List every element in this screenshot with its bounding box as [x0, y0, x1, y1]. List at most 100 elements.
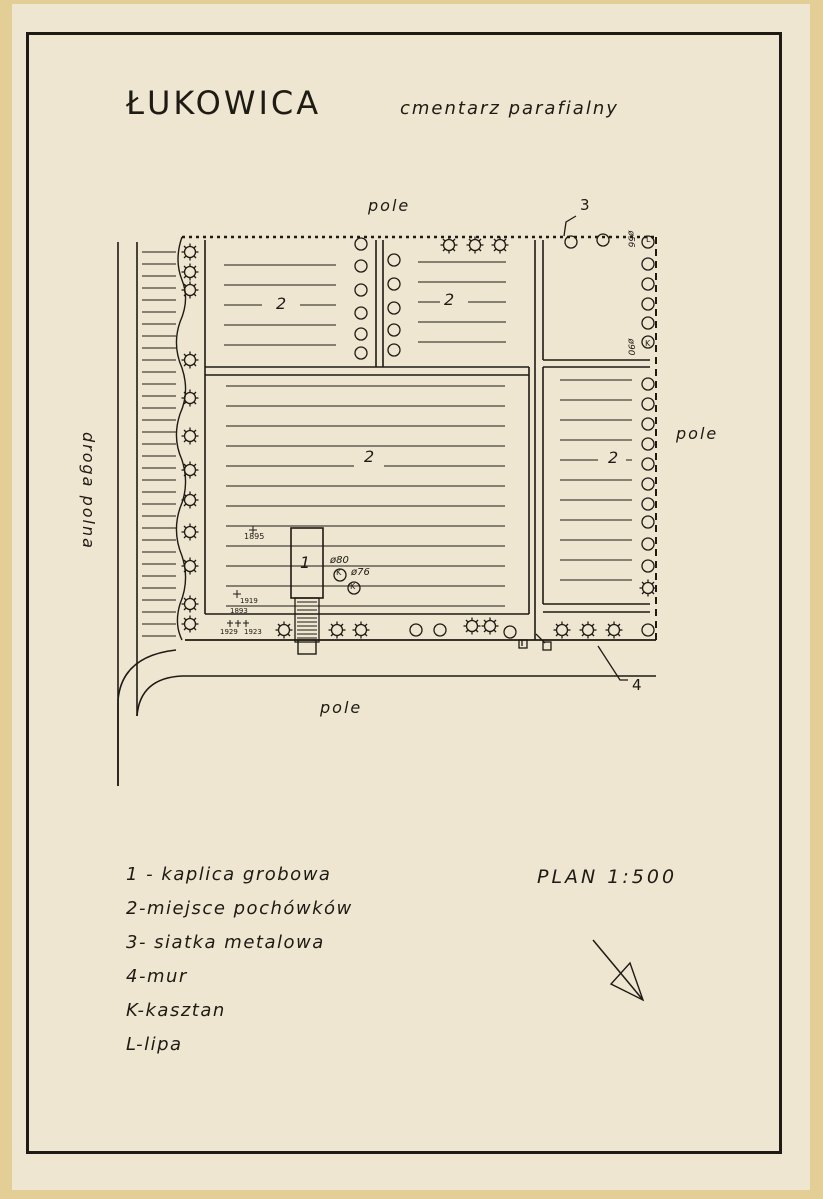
grave-year-1929: 1929 — [220, 628, 238, 636]
tree-icon — [347, 581, 361, 595]
linden-mark: L — [646, 235, 651, 244]
tree-crown-icon — [181, 595, 199, 613]
tree-crown-icon — [181, 281, 199, 299]
fence-ref-number: 3 — [580, 196, 592, 214]
chestnut-mark-3: K — [645, 339, 651, 348]
tree-crown-icon — [639, 579, 657, 597]
north-arrow-icon — [592, 939, 645, 1002]
legend-item-linden: L-lipa — [126, 1034, 183, 1055]
tree-diameter-80: ø80 — [330, 555, 349, 566]
tree-icon — [641, 559, 655, 573]
cemetery-paths — [204, 240, 650, 640]
tree-icon — [641, 377, 655, 391]
tree-icon — [596, 233, 610, 247]
tree-icon — [641, 297, 655, 311]
tree-icon — [333, 568, 347, 582]
tree-icon — [641, 417, 655, 431]
field-label-bottom: pole — [320, 698, 363, 717]
tree-icon — [641, 457, 655, 471]
cemetery-boundary — [175, 235, 657, 641]
tree-icon — [641, 537, 655, 551]
tree-icon — [641, 316, 655, 330]
tree-icon — [641, 257, 655, 271]
plan-scale: PLAN 1:500 — [537, 866, 678, 888]
tree-crown-icon — [181, 461, 199, 479]
tree-diameter-56: ø56 — [625, 230, 636, 248]
tree-icon — [564, 235, 578, 249]
grave-year-1893: 1893 — [230, 607, 248, 615]
grave-year-1923: 1923 — [244, 628, 262, 636]
tree-icon — [387, 343, 401, 357]
tree-icon — [354, 259, 368, 273]
burial-area-nw: 2 — [276, 294, 289, 313]
chestnut-mark-1: K — [336, 568, 342, 577]
burial-area-center: 2 — [364, 447, 377, 466]
tree-icon — [354, 237, 368, 251]
tree-icon — [387, 253, 401, 267]
tree-icon — [641, 437, 655, 451]
grave-year-1895: 1895 — [244, 532, 265, 541]
tree-icon — [641, 477, 655, 491]
chapel-number: 1 — [300, 553, 313, 572]
chapel — [290, 527, 324, 655]
tree-icon — [641, 497, 655, 511]
tree-icon — [354, 327, 368, 341]
legend-item-burials: 2-miejsce pochówków — [126, 898, 353, 919]
map-subtitle: cmentarz parafialny — [400, 98, 619, 119]
paper-sheet — [12, 4, 810, 1190]
road-label: droga polna — [79, 432, 98, 550]
tree-crown-icon — [605, 621, 623, 639]
tree-crown-icon — [181, 389, 199, 407]
legend: 1 - kaplica grobowa 2-miejsce pochówków … — [126, 858, 353, 1062]
tree-crown-icon — [553, 621, 571, 639]
tree-diameter-76: ø76 — [351, 567, 370, 578]
tree-icon — [641, 235, 655, 249]
legend-item-chapel: 1 - kaplica grobowa — [126, 864, 332, 885]
tree-icon — [641, 515, 655, 529]
tree-crown-icon — [275, 621, 293, 639]
tree-crown-icon — [328, 621, 346, 639]
tree-icon — [354, 283, 368, 297]
tree-icon — [387, 277, 401, 291]
tree-crown-icon — [579, 621, 597, 639]
tree-crown-icon — [181, 615, 199, 633]
tree-crown-icon — [181, 557, 199, 575]
chestnut-mark-2: K — [350, 582, 356, 591]
map-title: ŁUKOWICA — [126, 84, 322, 122]
burial-area-east: 2 — [608, 448, 621, 467]
tree-icon — [641, 335, 655, 349]
grave-crosses — [227, 526, 257, 627]
trees — [181, 233, 657, 639]
tree-crown-icon — [463, 617, 481, 635]
legend-item-fence: 3- siatka metalowa — [126, 932, 325, 953]
tree-crown-icon — [181, 263, 199, 281]
tree-icon — [433, 623, 447, 637]
tree-icon — [503, 625, 517, 639]
tree-icon — [387, 323, 401, 337]
tree-icon — [641, 277, 655, 291]
tree-crown-icon — [440, 236, 458, 254]
tree-crown-icon — [181, 491, 199, 509]
wall-ref-number: 4 — [632, 676, 644, 694]
gate — [518, 633, 552, 651]
burial-area-north: 2 — [444, 290, 457, 309]
tree-icon — [354, 346, 368, 360]
field-label-top: pole — [368, 196, 411, 215]
fence-leader — [563, 215, 577, 237]
tree-crown-icon — [352, 621, 370, 639]
grave-rows — [224, 261, 632, 607]
legend-item-chestnut: K-kasztan — [126, 1000, 226, 1021]
tree-icon — [387, 301, 401, 315]
tree-crown-icon — [181, 243, 199, 261]
wall-leader — [597, 645, 628, 681]
grave-year-1919: 1919 — [240, 597, 258, 605]
tree-crown-icon — [181, 427, 199, 445]
field-road — [117, 242, 656, 786]
tree-icon — [409, 623, 423, 637]
tree-icon — [641, 397, 655, 411]
field-label-right: pole — [676, 424, 719, 443]
map-frame — [26, 32, 782, 1154]
tree-crown-icon — [491, 236, 509, 254]
tree-crown-icon — [481, 617, 499, 635]
tree-icon — [354, 306, 368, 320]
